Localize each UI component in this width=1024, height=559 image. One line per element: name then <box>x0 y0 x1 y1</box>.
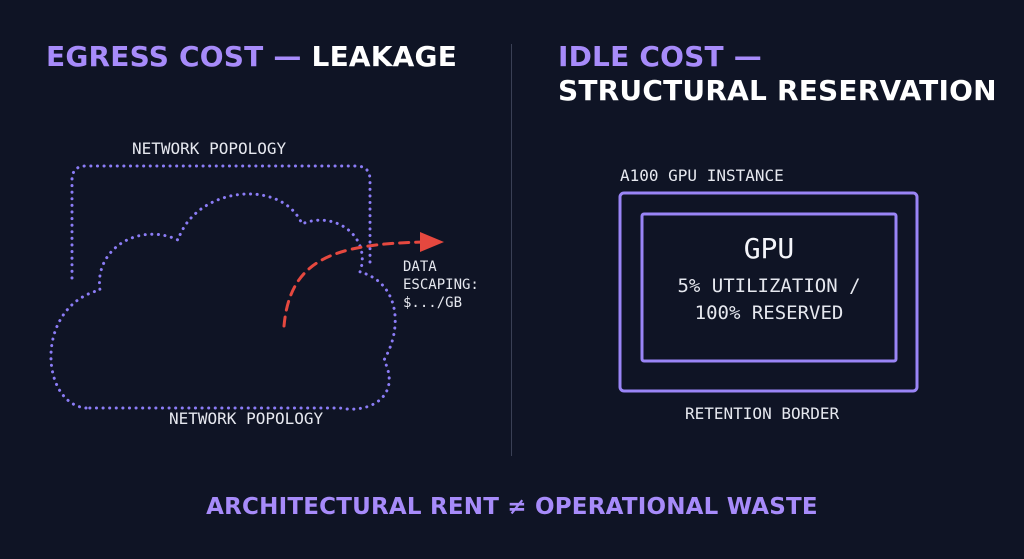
network-top-label: NETWORK POPOLOGY <box>132 139 287 158</box>
data-escaping-label: DATA ESCAPING: $.../GB <box>403 258 479 312</box>
egress-heading: EGRESS COST — LEAKAGE <box>46 40 457 74</box>
instance-outer-box <box>618 191 919 393</box>
data-escaping-line2: ESCAPING: <box>403 277 479 293</box>
cloud-icon <box>49 192 397 411</box>
data-escaping-line1: DATA <box>403 259 437 275</box>
footer-statement: ARCHITECTURAL RENT ≠ OPERATIONAL WASTE <box>206 494 818 520</box>
gpu-reserved-text: 100% RESERVED <box>694 302 844 324</box>
instance-label: A100 GPU INSTANCE <box>620 166 784 185</box>
network-boundary-frame <box>70 164 372 280</box>
retention-border-label: RETENTION BORDER <box>685 404 840 423</box>
data-escape-arrow <box>282 240 426 328</box>
idle-heading-line2: STRUCTURAL RESERVATION <box>558 74 997 107</box>
egress-heading-main: LEAKAGE <box>311 40 458 73</box>
gpu-inner-box <box>640 212 898 363</box>
gpu-utilization-text: 5% UTILIZATION / <box>677 275 861 297</box>
idle-heading-line1: IDLE COST — <box>558 40 762 73</box>
panel-divider <box>511 44 512 456</box>
data-escaping-line3: $.../GB <box>403 295 463 311</box>
egress-heading-accent: EGRESS COST — <box>46 40 302 73</box>
network-bottom-label: NETWORK POPOLOGY <box>169 409 324 428</box>
gpu-title: GPU <box>743 232 795 265</box>
arrow-right-icon <box>420 232 444 252</box>
